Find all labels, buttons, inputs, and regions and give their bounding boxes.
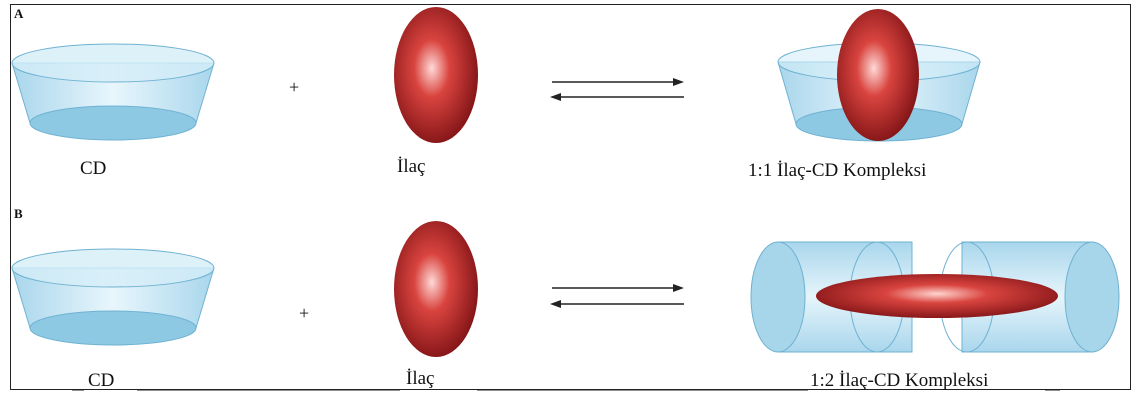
cd-cup-b: [11, 248, 215, 346]
complex-label-a: 1:1 İlaç-CD Kompleksi: [748, 160, 927, 181]
drug-ellipsoid-b: [394, 221, 478, 357]
equilibrium-arrows-b: [550, 284, 684, 308]
cd-label-a: CD: [80, 158, 107, 179]
complex-1-2: [750, 241, 1120, 353]
drug-label-b: İlaç: [406, 368, 435, 389]
plus-sign-a: +: [289, 77, 300, 97]
cd-cup-a: [11, 43, 215, 141]
drug-ellipsoid-a: [394, 7, 478, 143]
equilibrium-arrows-a: [550, 78, 684, 101]
panel-label-a: A: [14, 6, 24, 21]
complex-label-b: 1:2 İlaç-CD Kompleksi: [810, 370, 989, 391]
panel-label-b: B: [14, 206, 23, 221]
complex-1-1: [777, 9, 981, 142]
cd-label-b: CD: [88, 370, 115, 391]
plus-sign-b: +: [299, 303, 310, 323]
drug-label-a: İlaç: [397, 156, 426, 177]
